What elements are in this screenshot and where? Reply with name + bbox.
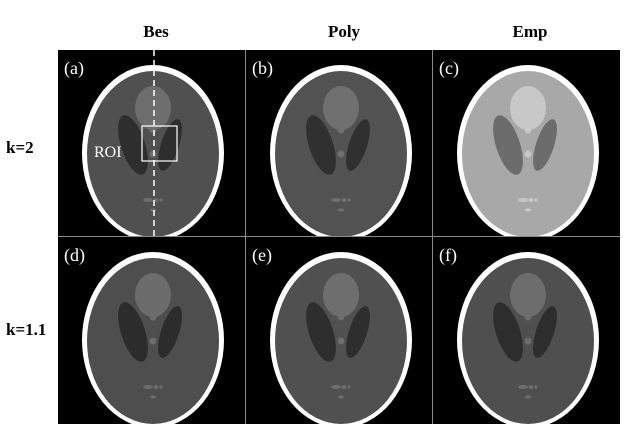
vertical-divider-1 [245, 50, 246, 424]
phantom-dot [337, 337, 345, 345]
phantom-small-ellipse [143, 198, 153, 202]
phantom-right-ventricle [533, 306, 557, 358]
phantom-small-ellipse [143, 385, 153, 389]
phantom-image [270, 65, 412, 237]
phantom-small-dot [534, 198, 538, 202]
phantom-left-ventricle [118, 302, 148, 362]
panel-c: (c) [433, 50, 620, 237]
roi-label: ROI [94, 144, 122, 161]
phantom-image [457, 65, 599, 237]
phantom-right-ventricle [346, 119, 370, 171]
phantom-small-ellipse [518, 385, 528, 389]
phantom-right-ventricle [346, 306, 370, 358]
phantom-small-ellipse [338, 395, 344, 399]
phantom-image [270, 252, 412, 424]
phantom-small-ellipse [338, 208, 344, 212]
phantom-center-ellipse [323, 86, 359, 130]
phantom-small-dot [159, 385, 163, 389]
panel-a: (a)ROI [58, 50, 245, 237]
phantom-small-dot [347, 385, 351, 389]
phantom-dot [149, 313, 157, 321]
phantom-left-ventricle [493, 115, 523, 175]
phantom-left-ventricle [118, 115, 148, 175]
phantom-dot [524, 150, 532, 158]
phantom-small-ellipse [528, 198, 534, 202]
phantom-small-ellipse [150, 395, 156, 399]
phantom-dot [524, 337, 532, 345]
phantom-small-ellipse [525, 395, 531, 399]
phantom-left-ventricle [493, 302, 523, 362]
phantom-center-ellipse [135, 273, 171, 317]
phantom-small-dot [534, 385, 538, 389]
column-header-poly: Poly [327, 22, 361, 41]
horizontal-divider [58, 236, 620, 237]
phantom-dot [149, 126, 157, 134]
phantom-left-ventricle [306, 302, 336, 362]
phantom-image [82, 50, 224, 237]
phantom-small-ellipse [341, 385, 347, 389]
phantom-small-ellipse [528, 385, 534, 389]
row-header-k1-1: k=1.1 [6, 320, 47, 339]
phantom-center-ellipse [323, 273, 359, 317]
phantom-small-ellipse [153, 385, 159, 389]
roi-box [141, 125, 178, 162]
phantom-center-ellipse [510, 273, 546, 317]
phantom-dot [337, 126, 345, 134]
phantom-left-ventricle [306, 115, 336, 175]
phantom-small-ellipse [518, 198, 528, 202]
panel-f: (f) [433, 237, 620, 424]
phantom-right-ventricle [158, 306, 182, 358]
phantom-dot [149, 337, 157, 345]
vertical-divider-2 [432, 50, 433, 424]
panel-e: (e) [246, 237, 433, 424]
column-header-emp: Emp [512, 22, 548, 41]
panel-b: (b) [246, 50, 433, 237]
phantom-dot [337, 313, 345, 321]
phantom-image [457, 252, 599, 424]
phantom-right-ventricle [533, 119, 557, 171]
phantom-center-ellipse [510, 86, 546, 130]
phantom-small-dot [159, 198, 163, 202]
phantom-small-ellipse [150, 208, 156, 212]
phantom-dot [524, 313, 532, 321]
row-header-k2: k=2 [6, 138, 34, 157]
phantom-small-ellipse [525, 208, 531, 212]
phantom-small-ellipse [331, 198, 341, 202]
phantom-small-dot [347, 198, 351, 202]
phantom-center-ellipse [135, 86, 171, 130]
phantom-small-ellipse [341, 198, 347, 202]
phantom-dot [337, 150, 345, 158]
phantom-image [82, 252, 224, 424]
column-header-bes: Bes [143, 22, 169, 41]
panel-d: (d) [58, 237, 245, 424]
phantom-small-ellipse [331, 385, 341, 389]
phantom-right-ventricle [158, 119, 182, 171]
phantom-dot [524, 126, 532, 134]
phantom-grid: (a)ROI (b) (c) (d) (e) (f) [58, 50, 620, 424]
phantom-dot [149, 150, 157, 158]
